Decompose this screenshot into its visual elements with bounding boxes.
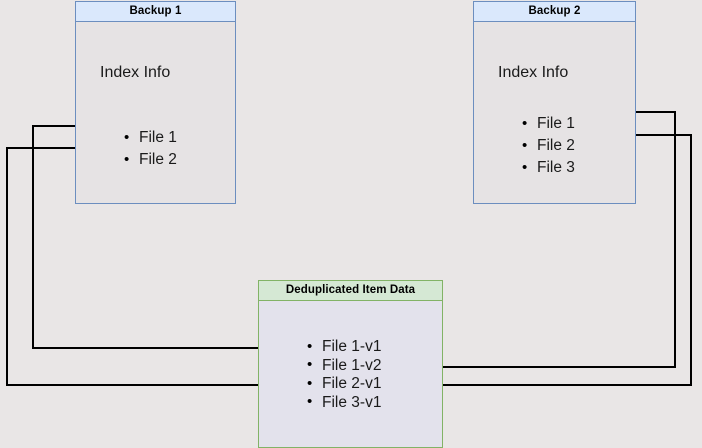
backup2-file-item: File 2 (522, 135, 575, 157)
dedup-list-item: File 2-v1 (307, 375, 381, 394)
backup2-title: Backup 2 (474, 2, 635, 22)
dedup-node[interactable]: Deduplicated Item Data File 1-v1 File 1-… (258, 280, 443, 448)
backup1-file-item: File 1 (124, 127, 177, 149)
dedup-body: File 1-v1 File 1-v2 File 2-v1 File 3-v1 (259, 301, 442, 447)
dedup-item-list: File 1-v1 File 1-v2 File 2-v1 File 3-v1 (307, 338, 381, 412)
dedup-title: Deduplicated Item Data (259, 281, 442, 301)
backup1-body: Index Info File 1 File 2 (76, 22, 235, 203)
backup2-index-label: Index Info (498, 64, 569, 81)
dedup-list-item: File 1-v1 (307, 338, 381, 357)
backup2-file-item: File 1 (522, 113, 575, 135)
backup2-node[interactable]: Backup 2 Index Info File 1 File 2 File 3 (473, 1, 636, 204)
backup1-file-item: File 2 (124, 149, 177, 171)
backup1-file-list: File 1 File 2 (124, 127, 177, 171)
dedup-list-item: File 3-v1 (307, 393, 381, 413)
backup1-index-label: Index Info (100, 64, 171, 81)
backup1-node[interactable]: Backup 1 Index Info File 1 File 2 (75, 1, 236, 204)
backup2-file-item: File 3 (522, 157, 575, 179)
backup2-body: Index Info File 1 File 2 File 3 (474, 22, 635, 203)
backup2-file-list: File 1 File 2 File 3 (522, 113, 575, 179)
backup1-title: Backup 1 (76, 2, 235, 22)
dedup-list-item: File 1-v2 (307, 356, 381, 376)
